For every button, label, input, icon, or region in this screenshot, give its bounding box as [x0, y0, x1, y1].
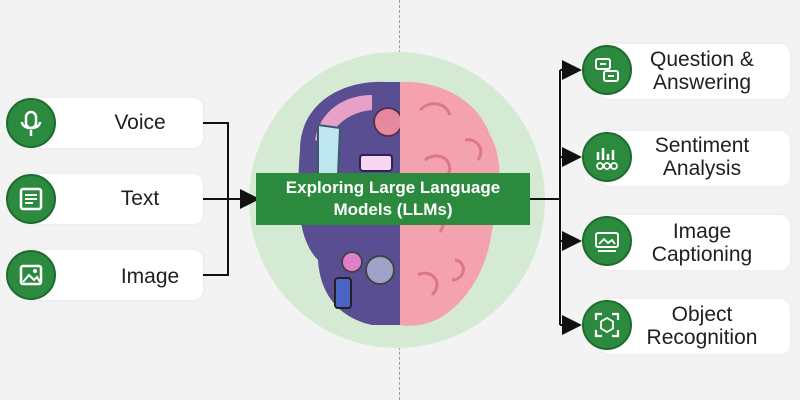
center-title: Exploring Large Language Models (LLMs)	[256, 173, 530, 225]
object-scan-icon	[582, 300, 632, 350]
image-caption-icon	[582, 216, 632, 266]
chat-qa-icon	[582, 45, 632, 95]
output-label-object: Object Recognition	[646, 303, 758, 349]
microphone-icon	[6, 98, 56, 148]
input-label-voice: Voice	[114, 111, 166, 134]
picture-icon	[6, 250, 56, 300]
input-label-text: Text	[120, 187, 160, 210]
output-label-qa: Question & Answering	[650, 48, 754, 94]
document-icon	[6, 174, 56, 224]
input-label-image: Image	[120, 265, 180, 288]
bar-chart-faces-icon	[582, 132, 632, 182]
output-label-captioning: Image Captioning	[651, 220, 753, 266]
output-label-sentiment: Sentiment Analysis	[654, 134, 750, 180]
